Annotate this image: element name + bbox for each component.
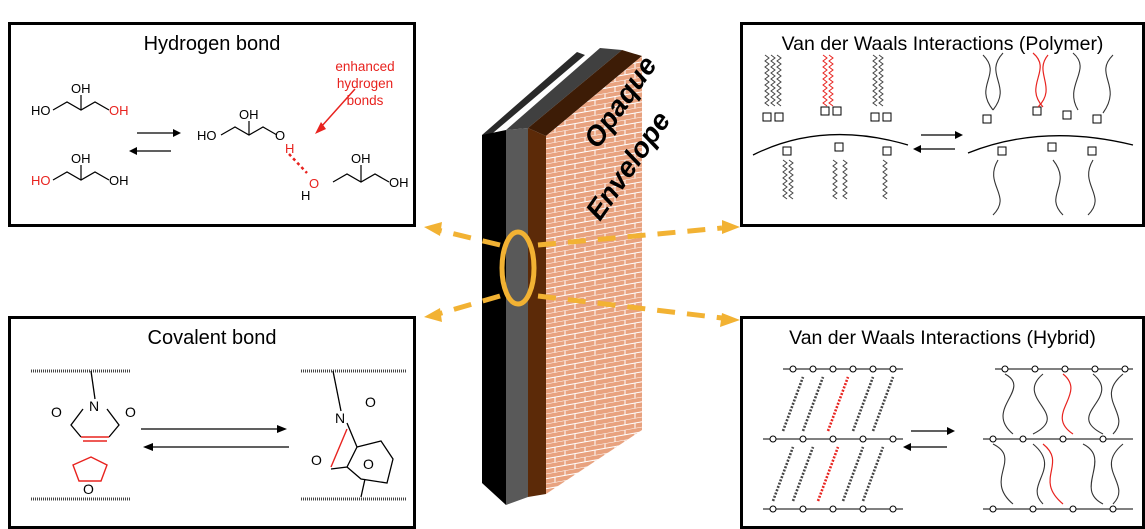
arrow-heads	[424, 220, 740, 327]
covalent-bond-title: Covalent bond	[147, 327, 277, 349]
vdw-hybrid-panel: Van der Waals Interactions (Hybrid)	[740, 316, 1145, 529]
envelope-brown-layer	[528, 128, 546, 497]
vdw-polymer-title: Van der Waals Interactions (Polymer)	[781, 33, 1104, 55]
atom-label-highlight: O	[309, 176, 319, 191]
atom-label-highlight: H	[285, 141, 294, 156]
vdw-hybrid-scheme	[763, 365, 1133, 513]
arrow-to-vdw-polymer	[537, 225, 723, 248]
vdw-hybrid-title: Van der Waals Interactions (Hybrid)	[789, 327, 1096, 349]
atom-label-highlight: HO	[31, 173, 51, 188]
atom-label: OH	[351, 151, 371, 166]
atom-label: N	[335, 410, 345, 426]
focus-ellipse	[499, 229, 537, 307]
opaque-envelope: Opaque Envelope	[482, 48, 676, 505]
atom-label: O	[51, 404, 62, 420]
atom-label: O	[125, 404, 136, 420]
annotation-line: hydrogen	[337, 76, 393, 91]
covalent-bond-scheme: N O O O N O O O	[31, 369, 406, 501]
arrow-to-vdw-hybrid	[537, 293, 723, 321]
interaction-arrows	[437, 225, 723, 321]
atom-label: HO	[31, 103, 51, 118]
hydrogen-bond-title: Hydrogen bond	[143, 33, 281, 55]
arrow-to-covalent	[437, 293, 501, 317]
atom-label: OH	[71, 81, 91, 96]
hydrogen-bond-panel: Hydrogen bond OH HO OH OH HO OH OH HO	[8, 22, 416, 227]
atom-label: OH	[109, 173, 129, 188]
annotation-line: enhanced	[335, 59, 394, 74]
atom-label: O	[311, 452, 322, 468]
atom-label: HO	[197, 128, 217, 143]
envelope-black-layer	[482, 130, 506, 505]
atom-label: O	[365, 394, 376, 410]
vdw-polymer-panel: Van der Waals Interactions (Polymer)	[740, 22, 1145, 227]
annotation-line: bonds	[347, 93, 384, 108]
atom-label: N	[89, 398, 99, 414]
vdw-polymer-scheme	[752, 52, 1134, 216]
atom-label: O	[363, 456, 374, 472]
atom-label: OH	[71, 151, 91, 166]
atom-label: OH	[239, 107, 259, 122]
atom-label: O	[83, 481, 94, 497]
atom-label: O	[275, 128, 285, 143]
atom-label: H	[301, 188, 310, 203]
hydrogen-bond-scheme: OH HO OH OH HO OH OH HO O H O H OH OH en…	[31, 59, 409, 203]
arrow-to-hydrogen	[437, 227, 501, 248]
atom-label: OH	[389, 175, 409, 190]
envelope-brick-face	[546, 56, 642, 494]
atom-label-highlight: OH	[109, 103, 129, 118]
covalent-bond-panel: Covalent bond N O O O	[8, 316, 416, 529]
envelope-gray-layer	[506, 128, 528, 505]
